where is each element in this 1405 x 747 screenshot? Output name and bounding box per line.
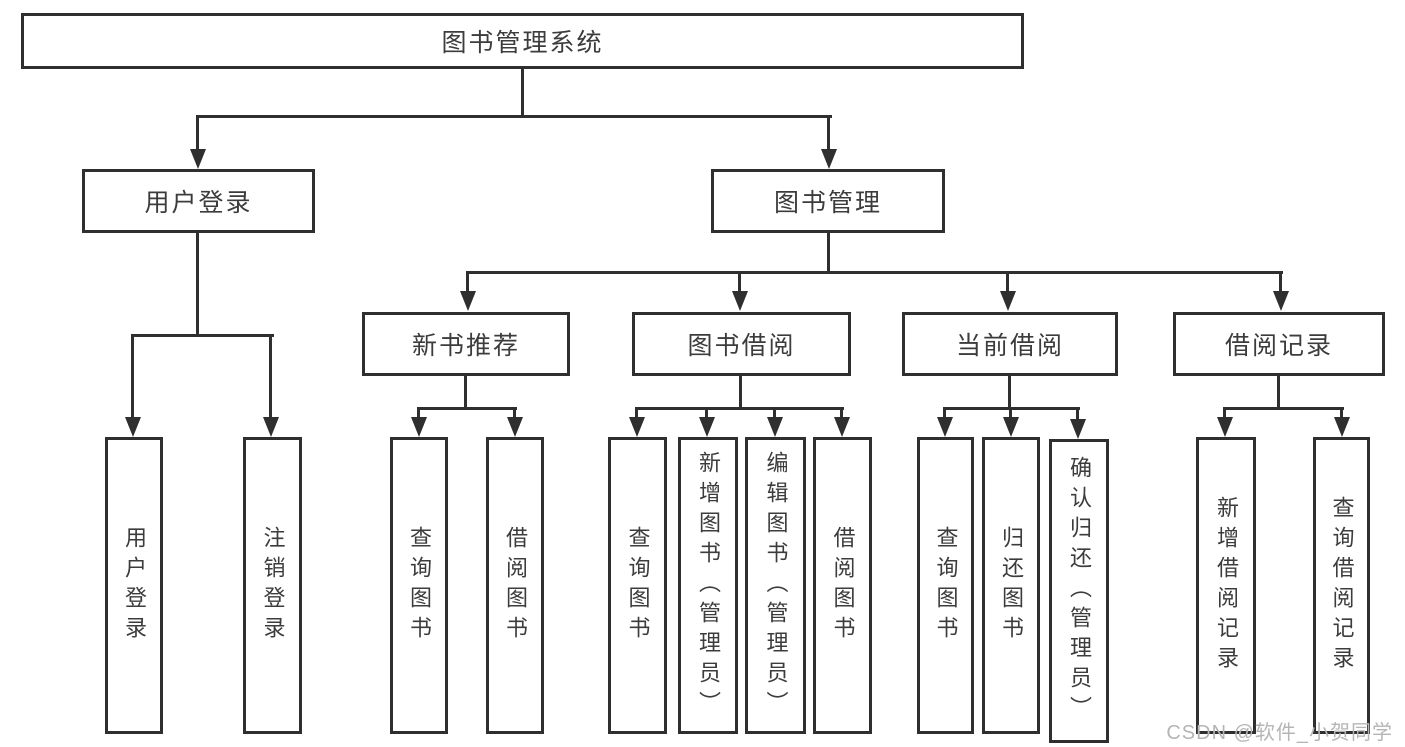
connector-recommend-horizontal <box>417 407 517 410</box>
leaf-recommend-borrow-books-label: 借阅图书 <box>503 525 528 646</box>
arrow-to-current <box>1000 291 1016 311</box>
leaf-edit-books-admin: 编辑图书（管理员） <box>745 437 806 734</box>
csdn-watermark: CSDN @软件_小贺同学 <box>1166 722 1393 744</box>
node-book-management: 图书管理 <box>711 169 945 233</box>
connector-drop <box>417 407 420 419</box>
leaf-edit-books-admin-label: 编辑图书（管理员） <box>763 450 789 721</box>
node-new-book-recommend: 新书推荐 <box>362 312 570 376</box>
connector-root-stem <box>521 69 524 117</box>
connector-drop <box>773 407 776 419</box>
connector-drop-borrow <box>738 271 741 295</box>
leaf-current-query-books: 查询图书 <box>917 437 974 734</box>
arrow-to-recommend <box>460 291 476 311</box>
node-current-borrow-label: 当前借阅 <box>955 332 1064 360</box>
leaf-add-borrow-record-label: 新增借阅记录 <box>1214 495 1239 676</box>
connector-l2-horizontal <box>466 271 1283 274</box>
node-current-borrow: 当前借阅 <box>902 312 1118 376</box>
connector-drop-leaf-logout <box>269 334 272 419</box>
arrow-to-leaf <box>1334 417 1350 437</box>
connector-drop-recommend <box>466 271 469 295</box>
connector-records-stem <box>1277 376 1280 410</box>
node-user-login: 用户登录 <box>82 169 315 233</box>
connector-drop <box>1340 407 1343 419</box>
connector-drop <box>705 407 708 419</box>
node-new-book-recommend-label: 新书推荐 <box>411 332 520 360</box>
arrow-to-leaf <box>1070 419 1086 439</box>
connector-drop-user-login <box>196 115 199 151</box>
connector-recommend-stem <box>464 376 467 410</box>
leaf-borrow-books: 借阅图书 <box>813 437 872 734</box>
leaf-recommend-query-books-label: 查询图书 <box>407 525 432 646</box>
connector-drop-leaf-login <box>131 334 134 419</box>
leaf-user-login: 用户登录 <box>105 437 163 734</box>
arrow-to-leaf <box>834 417 850 437</box>
leaf-add-borrow-record: 新增借阅记录 <box>1196 437 1256 734</box>
node-book-management-label: 图书管理 <box>773 189 882 217</box>
connector-drop <box>1223 407 1226 419</box>
arrow-to-leaf <box>1003 417 1019 437</box>
node-book-borrow: 图书借阅 <box>632 312 851 376</box>
arrow-to-borrow <box>732 291 748 311</box>
connector-drop-book-mgmt <box>827 115 830 151</box>
arrow-to-leaf-logout <box>263 417 279 437</box>
connector-drop-records <box>1279 271 1282 295</box>
arrow-to-book-mgmt <box>821 149 837 169</box>
node-user-login-label: 用户登录 <box>144 189 253 217</box>
connector-records-horizontal <box>1223 407 1344 410</box>
node-borrow-records: 借阅记录 <box>1173 312 1385 376</box>
leaf-borrow-query-books: 查询图书 <box>608 437 667 734</box>
leaf-recommend-query-books: 查询图书 <box>390 437 448 734</box>
connector-drop <box>943 407 946 419</box>
leaf-confirm-return-admin-label: 确认归还（管理员） <box>1067 456 1092 726</box>
arrow-to-leaf <box>507 417 523 437</box>
connector-drop <box>513 407 516 419</box>
node-book-borrow-label: 图书借阅 <box>687 332 796 360</box>
connector-user-login-stem <box>196 233 199 337</box>
connector-book-mgmt-stem <box>827 233 830 273</box>
leaf-add-books-admin-label: 新增图书（管理员） <box>696 450 721 721</box>
leaf-return-books-label: 归还图书 <box>999 525 1024 646</box>
leaf-logout: 注销登录 <box>243 437 302 734</box>
connector-drop <box>840 407 843 419</box>
arrow-to-leaf <box>937 417 953 437</box>
leaf-logout-label: 注销登录 <box>260 525 286 646</box>
arrow-to-leaf <box>767 417 783 437</box>
arrow-to-user-login <box>190 149 206 169</box>
leaf-borrow-books-label: 借阅图书 <box>830 525 856 646</box>
leaf-query-borrow-record-label: 查询借阅记录 <box>1329 495 1355 676</box>
node-root-label: 图书管理系统 <box>441 29 604 57</box>
connector-l1-horizontal <box>196 115 832 118</box>
connector-drop <box>1009 407 1012 419</box>
connector-drop <box>635 407 638 419</box>
arrow-to-leaf <box>1217 417 1233 437</box>
leaf-borrow-query-books-label: 查询图书 <box>625 525 651 646</box>
leaf-confirm-return-admin: 确认归还（管理员） <box>1049 439 1109 743</box>
node-borrow-records-label: 借阅记录 <box>1224 332 1333 360</box>
arrow-to-leaf <box>411 417 427 437</box>
leaf-return-books: 归还图书 <box>982 437 1040 734</box>
connector-drop-current <box>1006 271 1009 295</box>
arrow-to-leaf-login <box>125 417 141 437</box>
leaf-query-borrow-record: 查询借阅记录 <box>1313 437 1370 734</box>
arrow-to-leaf <box>629 417 645 437</box>
connector-borrow-stem <box>739 376 742 410</box>
leaf-recommend-borrow-books: 借阅图书 <box>486 437 544 734</box>
node-root: 图书管理系统 <box>21 13 1024 69</box>
arrow-to-records <box>1273 291 1289 311</box>
arrow-to-leaf <box>699 417 715 437</box>
connector-user-login-horizontal <box>131 334 274 337</box>
connector-borrow-horizontal <box>635 407 844 410</box>
connector-drop <box>1076 407 1079 419</box>
leaf-add-books-admin: 新增图书（管理员） <box>678 437 738 734</box>
connector-current-stem <box>1008 376 1011 410</box>
leaf-current-query-books-label: 查询图书 <box>933 525 959 646</box>
leaf-user-login-label: 用户登录 <box>122 525 147 646</box>
